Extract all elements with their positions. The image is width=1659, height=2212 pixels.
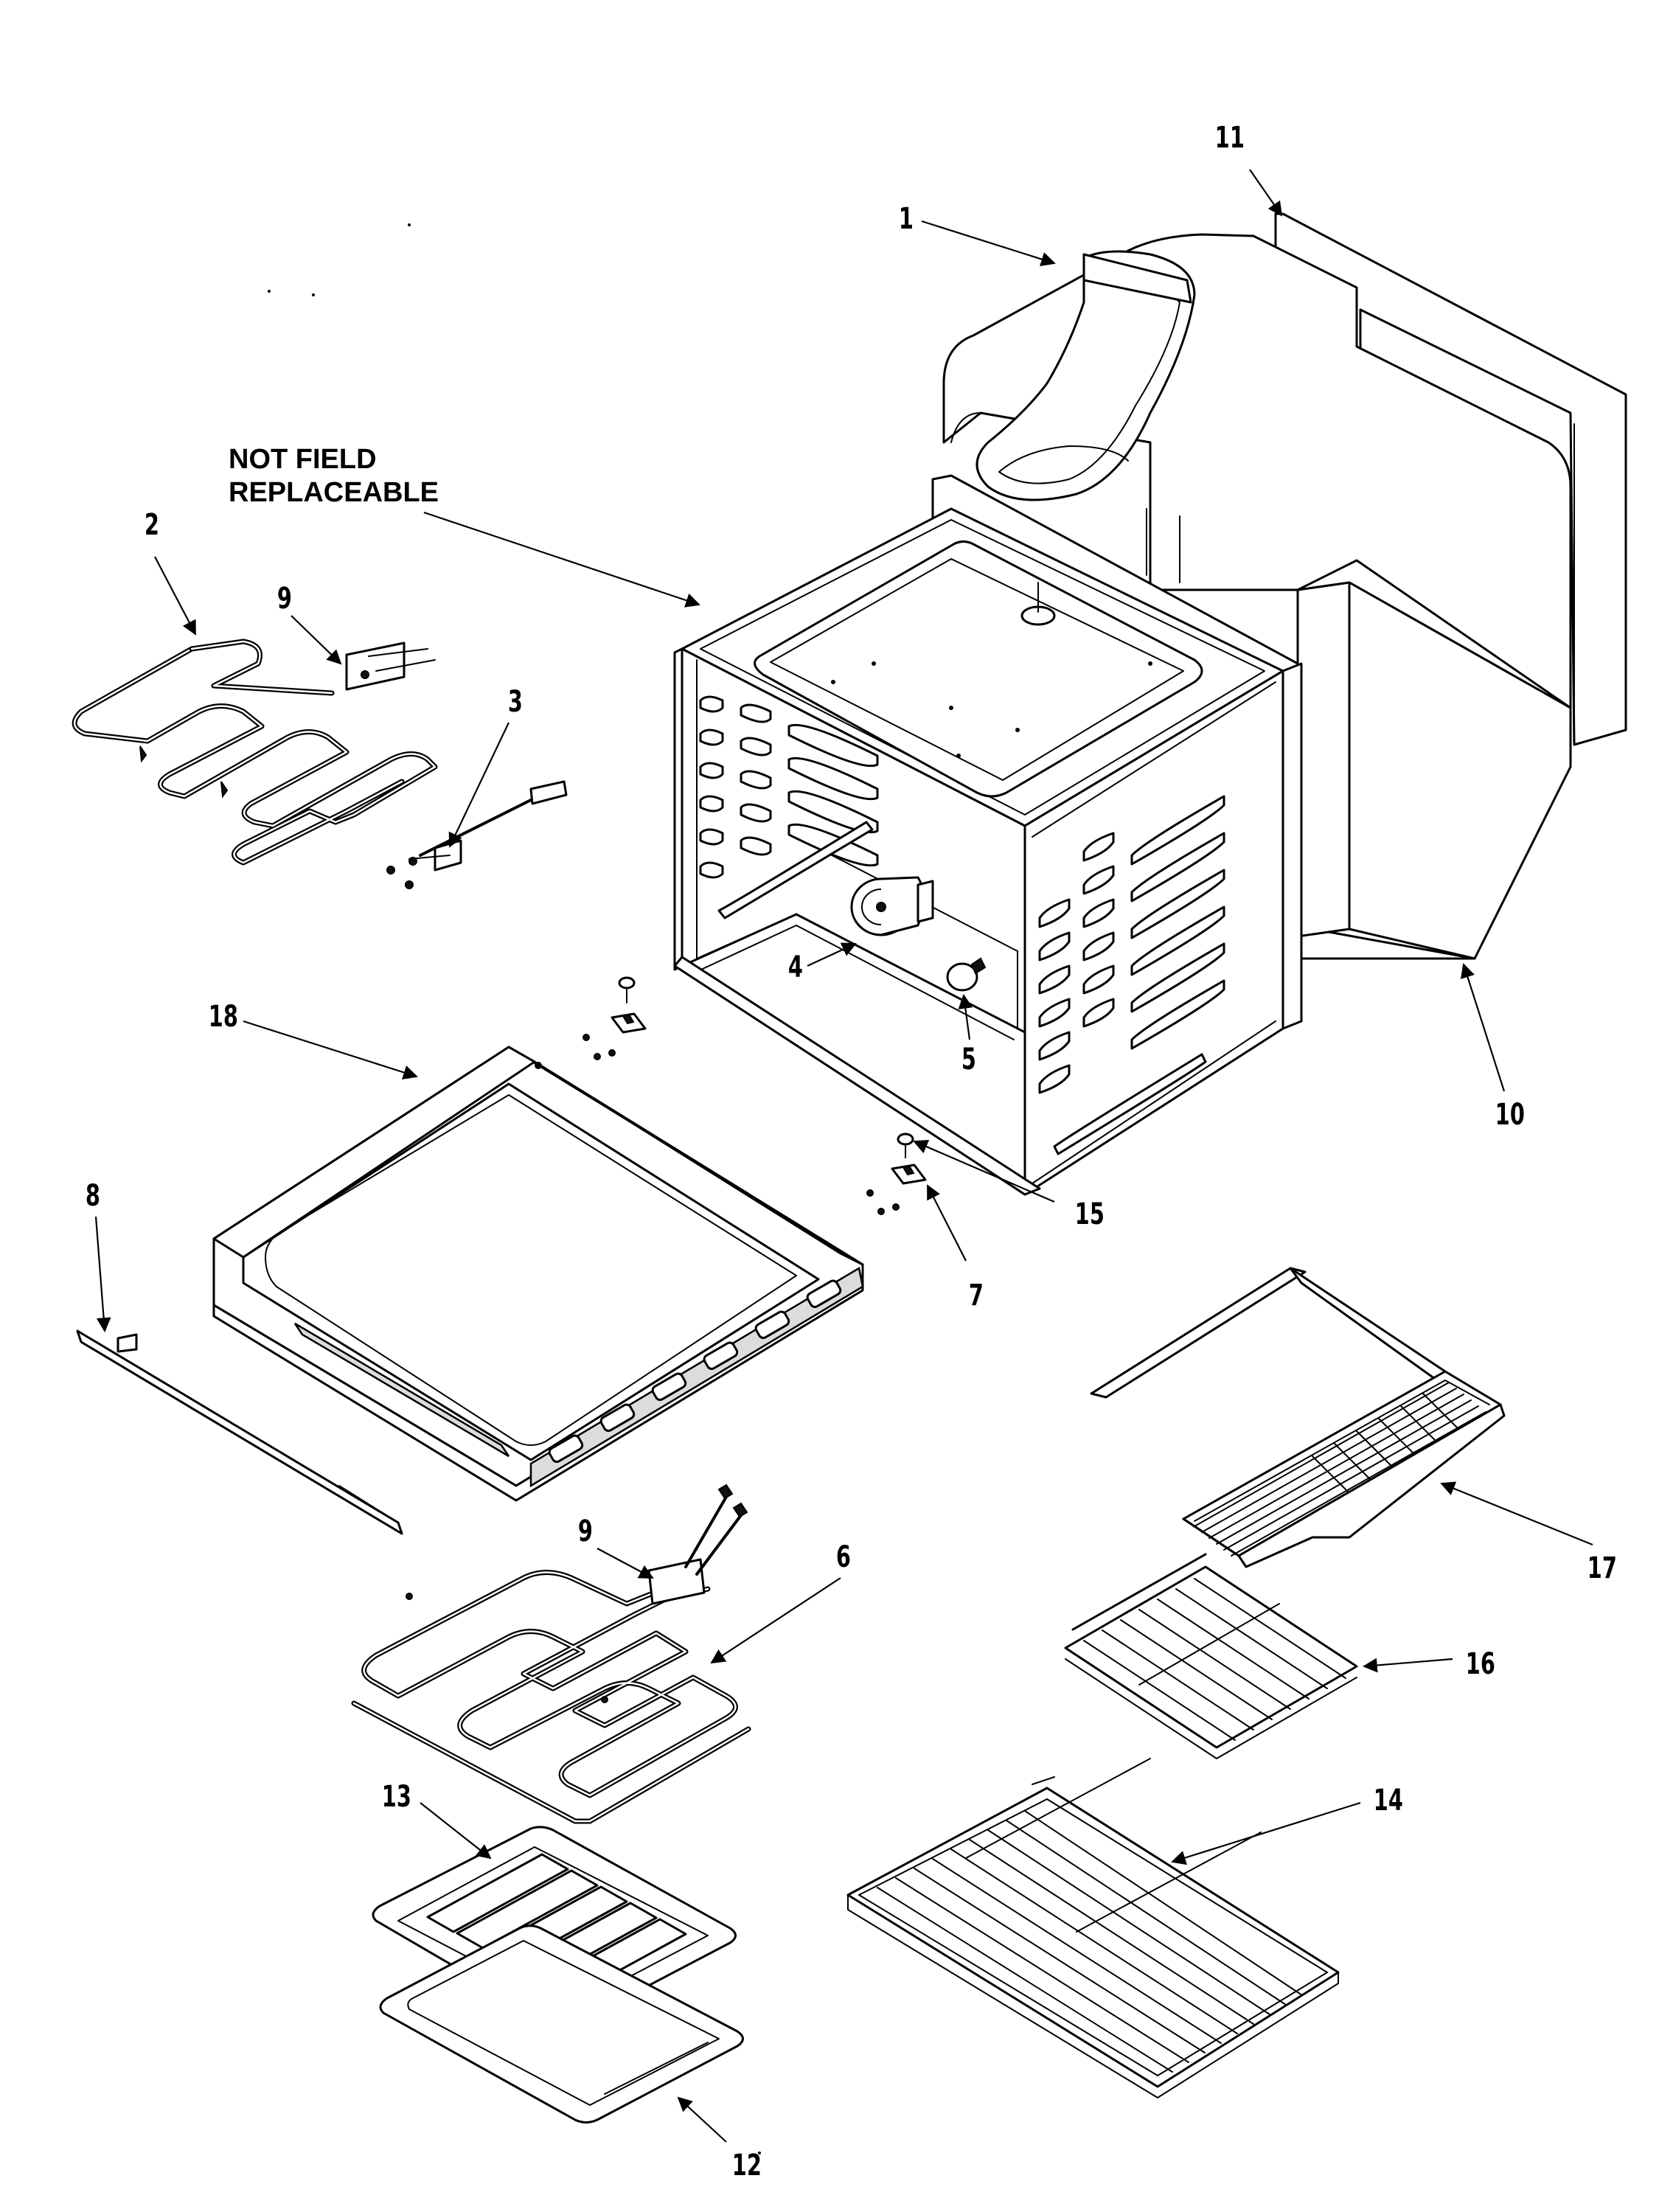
- front-frame-slots: [548, 1279, 842, 1463]
- leader-18: [243, 1020, 418, 1080]
- leader-4: [807, 942, 857, 967]
- leader-9b: [597, 1548, 654, 1579]
- callout-15: 15: [1075, 1197, 1105, 1231]
- part-17-shelf: [1090, 1267, 1506, 1568]
- part-12-broiler-pan: [379, 1924, 744, 2124]
- leader-not-field-replaceable: [423, 511, 700, 608]
- left-wall-vent-slots: [699, 695, 879, 919]
- leader-17: [1440, 1481, 1593, 1546]
- callout-12: 12: [732, 2149, 762, 2183]
- callout-9a: 9: [277, 582, 292, 616]
- leader-1: [921, 220, 1056, 267]
- leader-11: [1249, 169, 1283, 217]
- part-14-rack-wires: [877, 1758, 1303, 2073]
- note-line-2: REPLACEABLE: [229, 477, 439, 508]
- callout-14: 14: [1374, 1784, 1403, 1818]
- leader-5: [958, 994, 973, 1040]
- callout-13: 13: [382, 1780, 411, 1814]
- callout-labels: 1 2 3 4 5 6 7 8 9 9 10 11 12 13 14 15 16…: [86, 121, 1617, 2183]
- callout-6: 6: [836, 1540, 851, 1574]
- note-not-field-replaceable: NOT FIELD REPLACEABLE: [229, 444, 439, 508]
- part-15-screw-upper: [618, 976, 636, 1004]
- part-15-screw-lower: [897, 1133, 914, 1158]
- callout-17: 17: [1587, 1551, 1617, 1585]
- callout-8: 8: [86, 1179, 100, 1213]
- leader-6: [710, 1577, 841, 1664]
- leader-13: [420, 1802, 492, 1860]
- part-5-light-bulb: [946, 957, 987, 992]
- callout-7: 7: [969, 1279, 984, 1312]
- callout-3: 3: [508, 685, 523, 719]
- callout-5: 5: [961, 1043, 976, 1077]
- right-wall-vent-slots: [1038, 795, 1225, 1155]
- part-3-temp-sensor: [386, 780, 568, 889]
- part-1-vent-duct: [975, 250, 1196, 501]
- oven-cavity: [673, 474, 1303, 1196]
- note-line-1: NOT FIELD: [229, 444, 377, 475]
- leader-16: [1363, 1658, 1453, 1673]
- part-16-rack-bars: [1083, 1578, 1346, 1741]
- part-7-bracket-lower: [866, 1164, 927, 1215]
- leader-7: [927, 1184, 967, 1262]
- leader-10: [1460, 963, 1506, 1092]
- leader-9a: [291, 615, 342, 665]
- callout-11: 11: [1215, 121, 1245, 155]
- part-16-small-rack: [1064, 1553, 1358, 1759]
- callout-10: 10: [1495, 1098, 1525, 1132]
- scan-specks: [268, 223, 761, 2154]
- leader-8: [94, 1216, 111, 1332]
- part-6-bake-element: [351, 1484, 751, 1824]
- part-8-trim-strip: [76, 1329, 403, 1535]
- part-18-front-frame: [212, 1046, 864, 1502]
- part-7-bracket-upper: [582, 1012, 647, 1060]
- leader-3: [448, 722, 509, 848]
- callout-4: 4: [788, 950, 803, 984]
- leader-lines: [94, 169, 1593, 2143]
- part-4-convection-fan: [850, 876, 934, 936]
- leader-15: [913, 1139, 1055, 1203]
- leader-12: [677, 2096, 727, 2143]
- leader-2: [154, 556, 196, 636]
- callout-18: 18: [209, 1000, 238, 1034]
- callout-1: 1: [899, 202, 914, 236]
- part-2-broil-element: [72, 639, 438, 866]
- callout-2: 2: [145, 508, 159, 542]
- callout-16: 16: [1466, 1647, 1495, 1681]
- part-14-oven-rack: [846, 1758, 1340, 2098]
- callout-9b: 9: [578, 1514, 593, 1548]
- leader-14: [1171, 1801, 1361, 1865]
